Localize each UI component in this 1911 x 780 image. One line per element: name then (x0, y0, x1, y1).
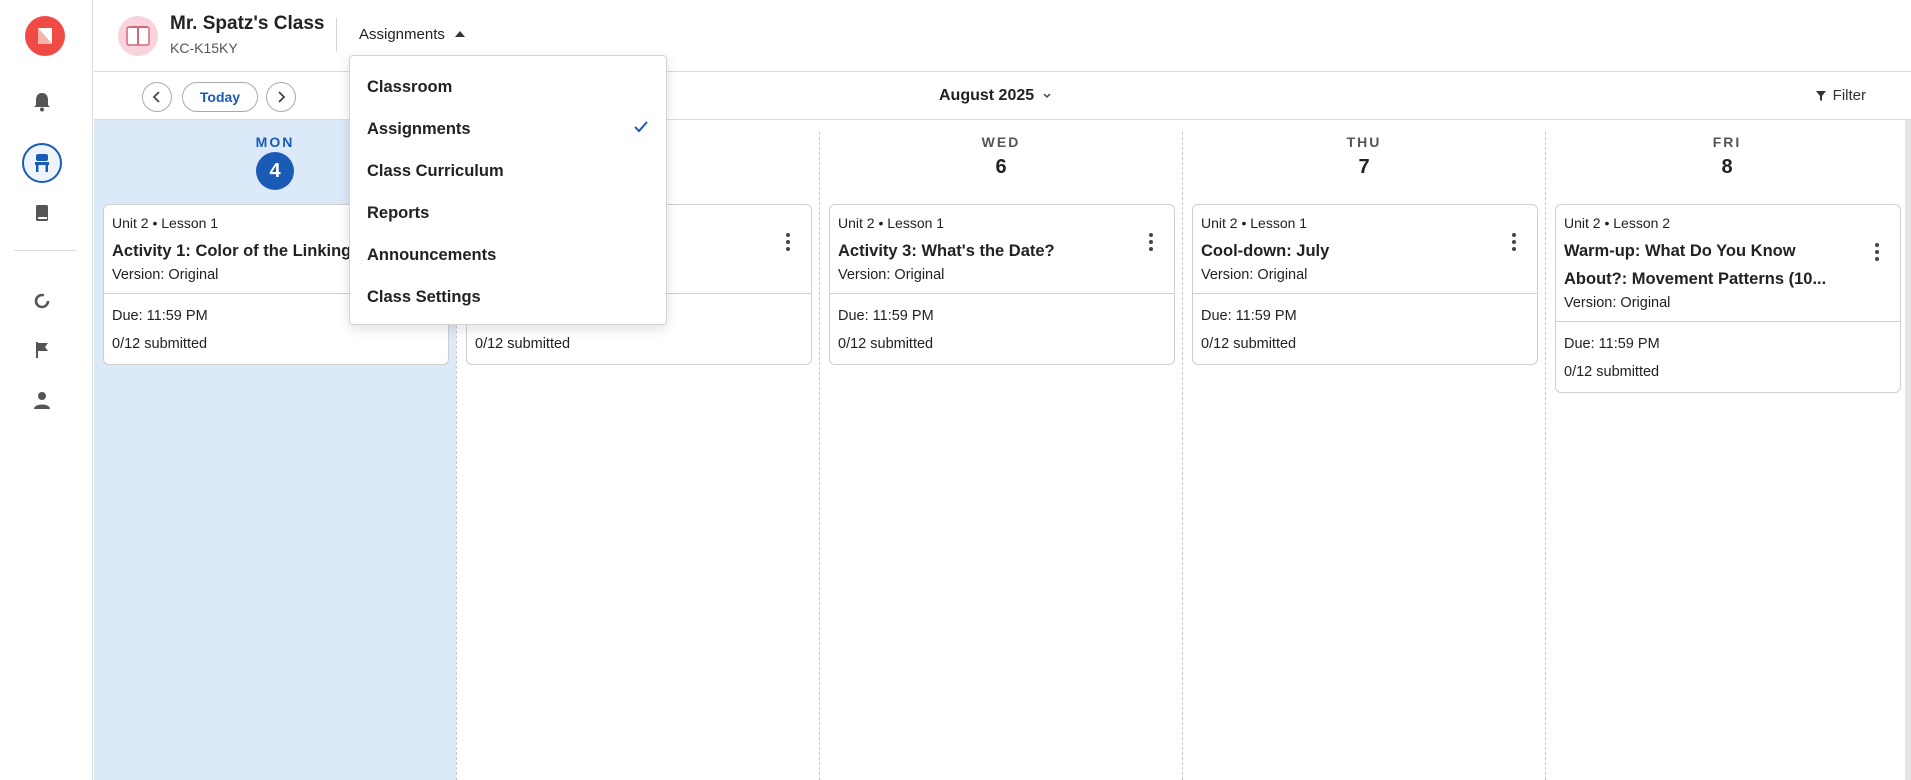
menu-item-class-curriculum[interactable]: Class Curriculum (367, 161, 504, 180)
assignment-card[interactable]: Unit 2 • Lesson 1 Activity 3: What's the… (829, 204, 1175, 365)
column-divider (1182, 132, 1183, 780)
card-submitted: 0/12 submitted (1564, 364, 1660, 380)
refresh-icon[interactable] (22, 281, 62, 321)
card-title[interactable]: Activity 1: Color of the Linking Cubes (112, 242, 407, 260)
assignment-card[interactable]: Unit 2 • Lesson 1 Cool-down: July Versio… (1192, 204, 1538, 365)
book-icon[interactable] (22, 193, 62, 233)
rail-divider (14, 250, 76, 251)
vertical-scrollbar[interactable] (1905, 120, 1911, 780)
month-label: August 2025 (939, 87, 1035, 104)
day-column-thu: THU 7 Unit 2 • Lesson 1 Cool-down: July … (1183, 120, 1545, 780)
column-divider (819, 132, 820, 780)
card-submitted: 0/12 submitted (112, 336, 208, 352)
day-column-fri: FRI 8 Unit 2 • Lesson 2 Warm-up: What Do… (1546, 120, 1908, 780)
menu-item-reports[interactable]: Reports (367, 203, 430, 222)
class-code: KC-K15KY (170, 40, 238, 56)
chevron-left-icon (152, 91, 160, 103)
card-due: Due: 11:59 PM (1564, 336, 1660, 352)
left-rail (0, 0, 93, 780)
caret-up-icon (454, 30, 465, 37)
section-dropdown[interactable]: Assignments (359, 26, 465, 43)
day-header: THU 7 (1183, 134, 1545, 179)
flag-icon[interactable] (22, 330, 62, 370)
check-icon (634, 121, 648, 133)
day-number: 8 (1721, 156, 1733, 178)
chevron-down-icon (1043, 93, 1051, 99)
filter-label: Filter (1832, 87, 1866, 104)
filter-icon (1815, 90, 1826, 101)
menu-item-assignments[interactable]: Assignments (350, 108, 666, 150)
card-title[interactable]: Activity 3: What's the Date? (838, 242, 1055, 260)
day-number: 4 (256, 152, 294, 190)
day-of-week: THU (1346, 134, 1382, 150)
day-header: MON 4 (94, 134, 456, 190)
month-picker[interactable]: August 2025 (939, 87, 1052, 105)
next-week-button[interactable] (266, 82, 296, 112)
app-logo-icon[interactable] (25, 16, 65, 56)
card-due: Due: 11:59 PM (1201, 308, 1297, 324)
card-submitted: 0/12 submitted (1201, 336, 1297, 352)
kebab-icon[interactable] (1874, 243, 1880, 261)
kebab-icon[interactable] (1511, 233, 1517, 251)
section-menu: Classroom Assignments Class Curriculum R… (349, 55, 667, 325)
menu-item-label: Assignments (367, 119, 471, 138)
day-header: FRI 8 (1546, 134, 1908, 179)
menu-item-classroom[interactable]: Classroom (367, 77, 453, 96)
day-number: 6 (995, 156, 1007, 178)
assignment-card[interactable]: Unit 2 • Lesson 2 Warm-up: What Do You K… (1555, 204, 1901, 393)
card-submitted: 0/12 submitted (475, 336, 571, 352)
class-avatar (118, 16, 158, 56)
menu-item-announcements[interactable]: Announcements (367, 245, 497, 264)
day-of-week: MON (255, 134, 295, 150)
previous-week-button[interactable] (142, 82, 172, 112)
menu-item-class-settings[interactable]: Class Settings (367, 287, 481, 306)
class-name: Mr. Spatz's Class (170, 13, 325, 34)
day-header: WED 6 (820, 134, 1182, 179)
card-title[interactable]: Warm-up: What Do You Know About?: Moveme… (1564, 242, 1827, 288)
card-meta: Unit 2 • Lesson 2 (1564, 215, 1671, 231)
header-divider (336, 18, 337, 52)
day-column-wed: WED 6 Unit 2 • Lesson 1 Activity 3: What… (820, 120, 1182, 780)
filter-button[interactable]: Filter (1815, 87, 1866, 104)
card-version: Version: Original (838, 267, 945, 283)
card-version: Version: Original (1564, 295, 1671, 311)
card-version: Version: Original (112, 267, 219, 283)
bell-icon[interactable] (22, 82, 62, 122)
classroom-chair-icon[interactable] (22, 143, 62, 183)
card-version: Version: Original (1201, 267, 1308, 283)
card-meta: Unit 2 • Lesson 1 (838, 215, 945, 231)
day-number: 7 (1358, 156, 1370, 178)
card-due: Due: 11:59 PM (112, 308, 208, 324)
day-of-week: WED (981, 134, 1021, 150)
kebab-icon[interactable] (1148, 233, 1154, 251)
column-divider (1545, 132, 1546, 780)
card-meta: Unit 2 • Lesson 1 (112, 215, 219, 231)
today-button[interactable]: Today (182, 82, 258, 112)
person-icon[interactable] (22, 380, 62, 420)
section-dropdown-label: Assignments (359, 26, 445, 43)
chevron-right-icon (278, 91, 286, 103)
day-of-week: FRI (1712, 134, 1742, 150)
card-submitted: 0/12 submitted (838, 336, 934, 352)
card-due: Due: 11:59 PM (838, 308, 934, 324)
kebab-icon[interactable] (785, 233, 791, 251)
column-divider (456, 120, 457, 780)
card-meta: Unit 2 • Lesson 1 (1201, 215, 1308, 231)
card-title[interactable]: Cool-down: July (1201, 242, 1330, 260)
